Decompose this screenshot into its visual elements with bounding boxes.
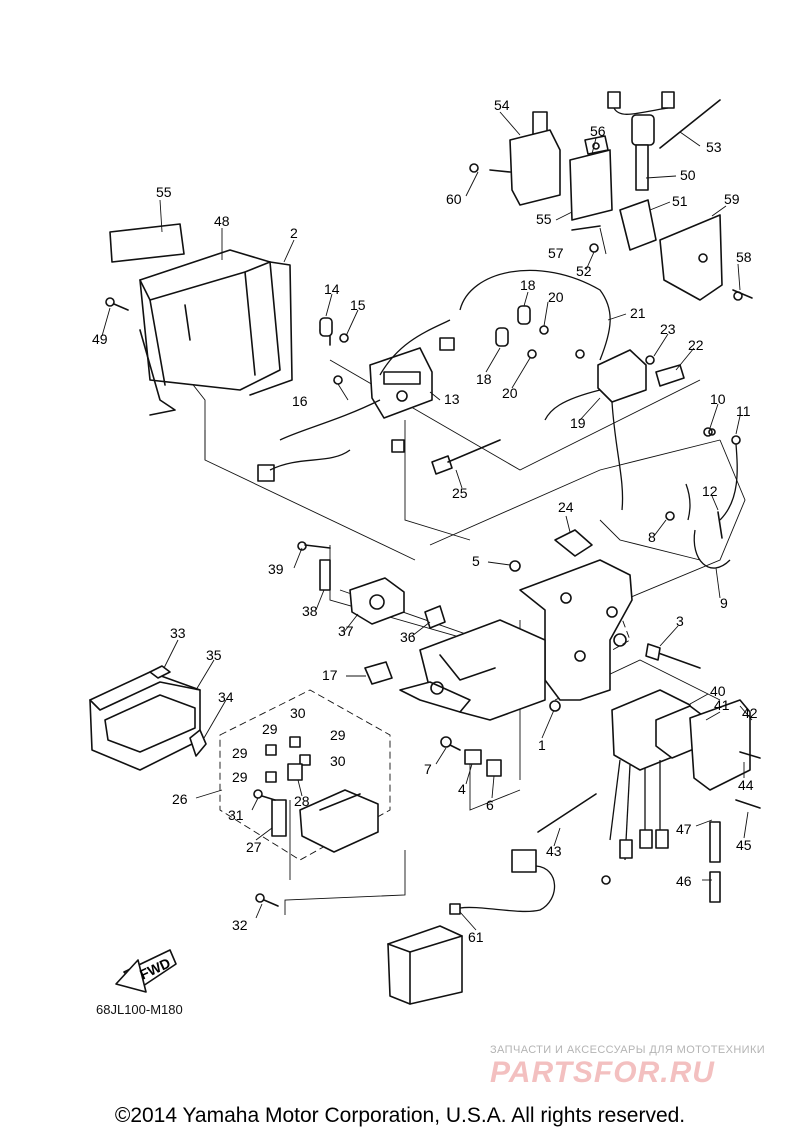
exploded-parts-diagram: FWD [89, 91, 761, 1005]
callout-40: 40 [710, 683, 726, 699]
callout-47: 47 [676, 821, 692, 837]
callout-59: 59 [724, 191, 740, 207]
part-sensor-and-bracket [607, 91, 753, 301]
callout-52: 52 [576, 263, 592, 279]
callout-45: 45 [736, 837, 752, 853]
callout-7: 7 [424, 761, 432, 777]
callout-24: 24 [558, 499, 574, 515]
copyright-notice: ©2014 Yamaha Motor Corporation, U.S.A. A… [114, 1104, 686, 1127]
callout-49: 49 [92, 331, 108, 347]
callout-41: 41 [714, 697, 730, 713]
callout-18a: 18 [520, 277, 536, 293]
callout-18b: 18 [476, 371, 492, 387]
part-electrical-cover [139, 249, 293, 416]
callout-56: 56 [590, 123, 606, 139]
watermark-logo: PARTSFOR.RU [490, 1056, 715, 1089]
callout-61: 55 [156, 184, 172, 200]
part-battery-and-cables [387, 793, 597, 1005]
callout-14: 14 [324, 281, 340, 297]
callout-38: 38 [302, 603, 318, 619]
callout-55: 55 [536, 211, 552, 227]
callout-39: 39 [268, 561, 284, 577]
callout-numbers: 55 48 2 49 54 56 53 50 51 59 58 52 55 60… [92, 97, 758, 945]
diagram-code: 68JL100-M180 [96, 1002, 183, 1017]
part-cable-tie-25 [431, 439, 501, 475]
callout-15: 15 [350, 297, 366, 313]
callout-25: 25 [452, 485, 468, 501]
callout-54: 54 [494, 97, 510, 113]
callout-32: 32 [232, 917, 248, 933]
part-label-plate [109, 223, 185, 263]
callout-9: 9 [720, 595, 728, 611]
callout-53: 53 [706, 139, 722, 155]
callout-21: 21 [630, 305, 646, 321]
callout-35: 35 [206, 647, 222, 663]
part-starter-solenoid [489, 111, 613, 231]
callout-33: 33 [170, 625, 186, 641]
callout-37: 37 [338, 623, 354, 639]
part-bolts [105, 163, 743, 907]
callout-43: 43 [546, 843, 562, 859]
callout-1: 1 [538, 737, 546, 753]
part-small-hardware [440, 560, 561, 777]
callout-leaders [101, 111, 753, 931]
callout-42: 42 [742, 705, 758, 721]
callout-48: 48 [214, 213, 230, 229]
callout-5: 5 [472, 553, 480, 569]
callout-23: 23 [660, 321, 676, 337]
callout-51: 51 [672, 193, 688, 209]
callout-57: 57 [548, 245, 564, 261]
part-ignition-module [601, 689, 761, 903]
callout-17: 17 [322, 667, 338, 683]
callout-58: 58 [736, 249, 752, 265]
fwd-arrow-icon: FWD [115, 949, 177, 993]
callout-6: 6 [486, 797, 494, 813]
callout-8: 8 [648, 529, 656, 545]
callout-36: 36 [400, 629, 416, 645]
callout-50: 50 [680, 167, 696, 183]
callout-4: 4 [458, 781, 466, 797]
reference-lines [149, 329, 746, 915]
callout-29c: 29 [232, 745, 248, 761]
callout-13: 13 [444, 391, 460, 407]
part-cdi-unit [89, 665, 207, 771]
callout-30b: 30 [330, 753, 346, 769]
callout-46: 46 [676, 873, 692, 889]
callout-20a: 20 [548, 289, 564, 305]
part-rectifier-regulator [257, 319, 455, 482]
callout-22: 22 [688, 337, 704, 353]
callout-30a: 30 [290, 705, 306, 721]
callout-29b: 29 [330, 727, 346, 743]
part-wire-harness-21 [459, 269, 611, 361]
part-ground-leads [665, 427, 741, 569]
callout-2: 2 [290, 225, 298, 241]
watermark-tagline: ЗАПЧАСТИ И АКСЕССУАРЫ ДЛЯ МОТОТЕХНИКИ [490, 1044, 766, 1056]
callout-10: 10 [710, 391, 726, 407]
callout-44: 44 [738, 777, 754, 793]
callout-28: 28 [294, 793, 310, 809]
part-relay-19 [544, 349, 685, 511]
part-stud-3 [645, 643, 701, 669]
callout-16: 16 [292, 393, 308, 409]
callout-29d: 29 [232, 769, 248, 785]
callout-3: 3 [676, 613, 684, 629]
part-main-bracket [399, 529, 633, 721]
callout-26: 26 [172, 791, 188, 807]
part-bracket-37 [304, 544, 446, 685]
callout-27: 27 [246, 839, 262, 855]
callout-34: 34 [218, 689, 234, 705]
callout-62: 61 [468, 929, 484, 945]
callout-12: 12 [702, 483, 718, 499]
callout-31: 31 [228, 807, 244, 823]
callout-11: 11 [736, 403, 751, 419]
callout-29a: 29 [262, 721, 278, 737]
callout-60: 60 [446, 191, 462, 207]
part-relay-assembly [265, 736, 379, 853]
callout-20b: 20 [502, 385, 518, 401]
callout-19: 19 [570, 415, 586, 431]
part-clips [319, 305, 531, 347]
